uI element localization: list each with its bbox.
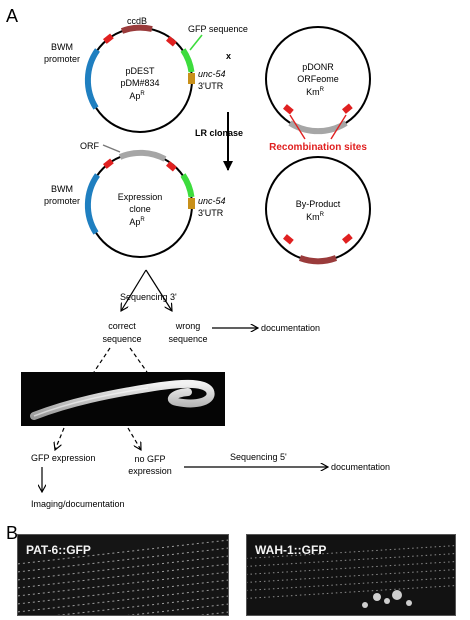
pat6-gfp-image: PAT-6::GFP [17, 534, 229, 616]
arrow-to-correct [121, 269, 147, 311]
pdonr-attp-site-2 [342, 103, 353, 114]
byproduct-ccdb-segment [298, 255, 338, 265]
pdest-promoter-segment [84, 48, 101, 110]
correct-sequence-1: correct [108, 321, 136, 331]
wrong-sequence-2: sequence [168, 334, 207, 344]
byproduct-attp-site-1 [283, 234, 294, 245]
pdest-resistance: ApR [129, 91, 145, 101]
byproduct-resistance: KmR [306, 212, 325, 222]
lr-clonase-label: LR clonase [195, 128, 243, 138]
documentation-2: documentation [331, 462, 390, 472]
worm-highlight [33, 387, 149, 417]
expression-utr-label-1: unc-54 [198, 196, 226, 206]
byproduct-name: By-Product [296, 199, 341, 209]
expression-name-2: clone [129, 204, 151, 214]
cross-symbol: x [226, 51, 231, 61]
pdest-ccdb-segment [120, 24, 153, 34]
recombination-pointer-1 [289, 114, 306, 140]
pdest-name-1: pDEST [125, 66, 155, 76]
pat6-striations [18, 535, 228, 615]
arrow-to-no-gfp [127, 427, 141, 450]
no-gfp-label-2: expression [128, 466, 172, 476]
arrow-to-gfp-expression [55, 427, 65, 450]
plasmid-expression-clone: ORF BWM promoter Expression clone ApR un… [44, 141, 226, 258]
pdonr-orf-segment [288, 120, 348, 135]
pdest-gfp-segment [180, 48, 195, 73]
orf-pointer [102, 144, 121, 153]
pdest-ccdb-label: ccdB [127, 16, 147, 26]
panel-letter-a: A [6, 6, 18, 26]
plasmid-pdonr: pDONR ORFeome KmR Recombination sites [265, 26, 371, 153]
recombination-pointer-2 [330, 114, 347, 140]
pdest-attr-site-1 [103, 33, 114, 44]
pat6-gfp-label: PAT-6::GFP [26, 543, 91, 557]
worm-micrograph [21, 372, 225, 426]
sequencing-5-label: Sequencing 5' [230, 452, 287, 462]
recombination-sites-label: Recombination sites [269, 142, 367, 153]
expression-gfp-segment [180, 173, 195, 198]
plasmid-pdest: ccdB GFP sequence BWM promoter pDEST pDM… [44, 16, 248, 133]
wah1-striations [247, 535, 455, 615]
expression-utr-label-2: 3'UTR [198, 208, 224, 218]
pdest-promoter-label-1: BWM [51, 42, 73, 52]
sequencing-3-label: Sequencing 3' [120, 292, 177, 302]
imaging-label: Imaging/documentation [31, 499, 125, 509]
byproduct-attp-site-2 [342, 233, 353, 244]
expression-name-1: Expression [118, 192, 163, 202]
pdest-attr-site-2 [166, 36, 177, 47]
pdest-gfp-pointer [189, 34, 203, 51]
wah1-gfp-image: WAH-1::GFP [246, 534, 456, 616]
expression-resistance: ApR [129, 217, 145, 227]
pdonr-attp-site-1 [283, 104, 294, 115]
pdest-gfp-label: GFP sequence [188, 24, 248, 34]
arrow-to-wrong [145, 269, 172, 311]
pdest-utr-label-2: 3'UTR [198, 81, 224, 91]
expression-utr-block [188, 198, 195, 209]
wah1-gfp-label: WAH-1::GFP [255, 543, 327, 557]
expression-promoter-label-1: BWM [51, 184, 73, 194]
pdonr-name-2: ORFeome [297, 74, 339, 84]
expression-orf-segment [118, 149, 167, 162]
pdest-utr-block [188, 73, 195, 84]
gfp-expression-label: GFP expression [31, 453, 95, 463]
zoom-line-right [129, 347, 148, 373]
panel-letter-b: B [6, 523, 18, 543]
no-gfp-label-1: no GFP [134, 454, 165, 464]
byproduct-backbone [265, 156, 371, 262]
plasmid-byproduct: By-Product KmR [265, 156, 371, 265]
zoom-line-left [93, 347, 111, 373]
wrong-sequence-1: wrong [175, 321, 201, 331]
pdest-utr-label-1: unc-54 [198, 69, 226, 79]
expression-attb-site-2 [166, 161, 177, 172]
expression-attb-site-1 [103, 158, 114, 169]
orf-label: ORF [80, 141, 100, 151]
pdonr-name-1: pDONR [302, 62, 334, 72]
documentation-1: documentation [261, 323, 320, 333]
expression-promoter-label-2: promoter [44, 196, 80, 206]
correct-sequence-2: sequence [102, 334, 141, 344]
pdonr-resistance: KmR [306, 87, 325, 97]
worm-image-background [21, 372, 225, 426]
pdest-promoter-label-2: promoter [44, 54, 80, 64]
pdest-name-2: pDM#834 [120, 78, 159, 88]
expression-promoter-segment [84, 173, 101, 235]
